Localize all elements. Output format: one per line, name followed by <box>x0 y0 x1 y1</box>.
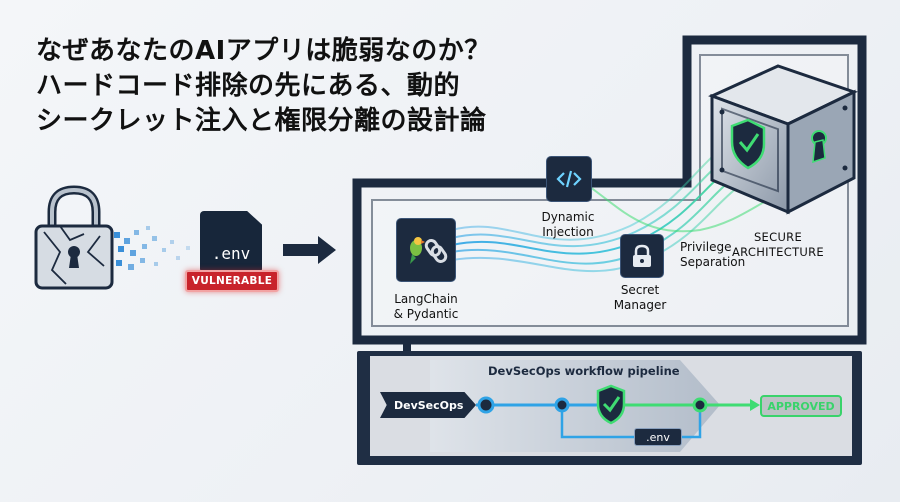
padlock-icon <box>620 234 664 278</box>
arrow-right-icon <box>283 236 336 264</box>
pipeline-node-1 <box>477 396 495 414</box>
pipeline-title: DevSecOps workflow pipeline <box>488 364 680 378</box>
env-file-label: .env <box>211 244 251 263</box>
env-file-icon: .env <box>200 211 262 273</box>
pipeline-shield-icon <box>596 384 626 425</box>
node-dynamic-injection-label: Dynamic Injection <box>541 210 595 239</box>
pipeline-branch <box>560 405 702 439</box>
pipeline-node-3 <box>692 397 708 413</box>
title-line-2: ハードコード排除の先にある、動的 <box>36 71 461 101</box>
broken-padlock-icon <box>34 185 114 290</box>
pipeline-env-tag: .env <box>634 428 682 446</box>
leak-pixels <box>114 226 190 270</box>
node-langchain-label: LangChain & Pydantic <box>393 292 459 321</box>
pipeline-node-2 <box>554 397 570 413</box>
chain-link-icon <box>424 239 448 263</box>
code-icon <box>546 156 592 202</box>
vulnerable-badge: VULNERABLE <box>185 270 279 292</box>
secure-architecture-label: SECURE ARCHITECTURE <box>732 230 824 259</box>
langchain-icon <box>396 218 456 282</box>
page-title: なぜあなたのAIアプリは脆弱なのか？ ハードコード排除の先にある、動的 シークレ… <box>36 34 491 139</box>
vault-icon <box>708 64 858 215</box>
node-privilege-separation-label: Privilege Separation <box>680 240 746 269</box>
node-secret-manager-label: Secret Manager <box>613 283 667 312</box>
pipeline-start-step: DevSecOps <box>380 392 476 418</box>
parrot-icon <box>410 237 425 264</box>
title-line-3: シークレット注入と権限分離の設計論 <box>36 106 487 136</box>
title-line-1: なぜあなたのAIアプリは脆弱なのか？ <box>36 36 491 66</box>
approved-badge: APPROVED <box>760 395 842 417</box>
approved-arrowhead <box>750 399 760 411</box>
